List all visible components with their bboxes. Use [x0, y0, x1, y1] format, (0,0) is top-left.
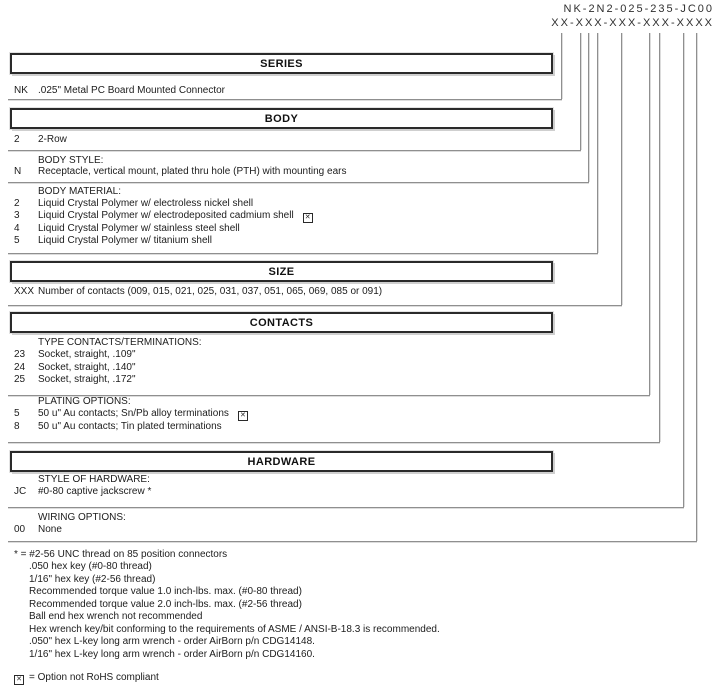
footnote-line: 1/16" hex L-key long arm wrench - order … [29, 648, 315, 660]
option-description: 2-Row [38, 134, 67, 145]
connector-line [649, 33, 650, 395]
group-label: PLATING OPTIONS: [38, 396, 131, 407]
footnote-line: Hex wrench key/bit conforming to the req… [29, 623, 440, 635]
option-code: 8 [14, 421, 20, 432]
option-code: NK [14, 85, 28, 96]
option-code: 5 [14, 408, 20, 419]
connector-line [659, 33, 660, 442]
option-code: 00 [14, 524, 26, 535]
option-description: 50 u" Au contacts; Sn/Pb alloy terminati… [38, 408, 229, 419]
option-row: JC #0-80 captive jackscrew * [14, 486, 151, 498]
option-description: Liquid Crystal Polymer w/ stainless stee… [38, 223, 240, 234]
option-code: 25 [14, 374, 26, 385]
connector-line [621, 33, 622, 305]
option-code: XXX [14, 286, 35, 297]
option-code: 24 [14, 362, 26, 373]
footnote-line: * = #2-56 UNC thread on 85 position conn… [14, 549, 228, 560]
option-description: Number of contacts (009, 015, 021, 025, … [38, 286, 383, 297]
footnotes: * = #2-56 UNC thread on 85 position conn… [14, 549, 440, 661]
section-title: SERIES [260, 57, 303, 70]
divider-rule [8, 99, 562, 100]
footnote-line: Ball end hex wrench not recommended [29, 611, 203, 623]
option-description: Socket, straight, .140" [38, 362, 136, 373]
section-header-series: SERIES [10, 53, 553, 74]
option-row: N Receptacle, vertical mount, plated thru… [14, 166, 346, 178]
rohs-legend-text: = Option not RoHS compliant [29, 672, 159, 683]
option-row: 8 50 u" Au contacts; Tin plated terminati… [14, 421, 222, 433]
footnote-line: Recommended torque value 2.0 inch-lbs. m… [29, 598, 302, 610]
option-description: #0-80 captive jackscrew * [38, 486, 152, 497]
option-code: 5 [14, 235, 20, 246]
divider-rule [8, 253, 598, 254]
divider-rule [8, 507, 684, 508]
option-row: 23 Socket, straight, .109" [14, 349, 136, 361]
option-description: Liquid Crystal Polymer w/ electroless ni… [38, 198, 254, 209]
divider-rule [8, 182, 589, 183]
divider-rule [8, 541, 697, 542]
connector-line [683, 33, 684, 507]
option-row: 00 None [14, 524, 62, 536]
option-row: 25 Socket, straight, .172" [14, 374, 136, 386]
option-row: 24 Socket, straight, .140" [14, 362, 136, 374]
not-rohs-icon [14, 675, 24, 685]
group-label: BODY MATERIAL: [38, 186, 121, 197]
section-header-body: BODY [10, 108, 553, 129]
option-row: NK .025" Metal PC Board Mounted Connector [14, 85, 225, 97]
group-label: BODY STYLE: [38, 155, 104, 166]
option-row: 5 Liquid Crystal Polymer w/ titanium shel… [14, 235, 212, 247]
option-description: 50 u" Au contacts; Tin plated terminatio… [38, 421, 222, 432]
section-title: SIZE [268, 265, 295, 278]
section-title: BODY [264, 112, 299, 125]
divider-rule [8, 150, 581, 151]
option-code: 23 [14, 349, 26, 360]
connector-line [597, 33, 598, 253]
option-row: 2 2-Row [14, 134, 67, 146]
connector-line [588, 33, 589, 182]
footnote-line: .050" hex L-key long arm wrench - order … [29, 636, 315, 648]
connector-line [561, 33, 562, 99]
option-description: Liquid Crystal Polymer w/ titanium shell [38, 235, 212, 246]
section-header-size: SIZE [10, 261, 553, 282]
option-row: 3 Liquid Crystal Polymer w/ electrodeposi… [14, 210, 313, 223]
section-header-contacts: CONTACTS [10, 312, 553, 333]
option-code: 2 [14, 134, 20, 145]
connector-line [696, 33, 697, 541]
section-title: CONTACTS [249, 316, 314, 329]
group-label: WIRING OPTIONS: [38, 512, 126, 523]
rohs-legend: = Option not RoHS compliant [14, 672, 159, 685]
group-label: TYPE CONTACTS/TERMINATIONS: [38, 337, 202, 348]
option-description: Socket, straight, .172" [38, 374, 136, 385]
option-code: 2 [14, 198, 20, 209]
part-number-mask: XX-XXX-XXX-XXX-XXXX [551, 17, 714, 29]
option-description: None [38, 524, 62, 535]
not-rohs-icon [237, 411, 248, 421]
option-code: N [14, 166, 22, 177]
section-header-hardware: HARDWARE [10, 451, 553, 472]
footnote-line: .050 hex key (#0-80 thread) [29, 561, 152, 573]
divider-rule [8, 442, 660, 443]
option-row: 2 Liquid Crystal Polymer w/ electroless n… [14, 198, 253, 210]
footnote-line: Recommended torque value 1.0 inch-lbs. m… [29, 586, 302, 598]
group-label: STYLE OF HARDWARE: [38, 474, 150, 485]
option-description: Socket, straight, .109" [38, 349, 136, 360]
footnote-line: 1/16" hex key (#2-56 thread) [29, 573, 156, 585]
option-description: .025" Metal PC Board Mounted Connector [38, 85, 225, 96]
section-title: HARDWARE [247, 455, 316, 468]
option-code: 3 [14, 210, 20, 221]
part-number-example: NK-2N2-025-235-JC00 [563, 3, 714, 15]
option-row: 5 50 u" Au contacts; Sn/Pb alloy terminat… [14, 408, 248, 421]
option-description: Receptacle, vertical mount, plated thru … [38, 166, 347, 177]
option-code: 4 [14, 223, 20, 234]
not-rohs-icon [302, 213, 313, 223]
divider-rule [8, 395, 650, 396]
connector-line [580, 33, 581, 150]
option-code: JC [14, 486, 27, 497]
option-description: Liquid Crystal Polymer w/ electrodeposit… [38, 210, 294, 221]
divider-rule [8, 305, 622, 306]
option-row: 4 Liquid Crystal Polymer w/ stainless ste… [14, 223, 240, 235]
